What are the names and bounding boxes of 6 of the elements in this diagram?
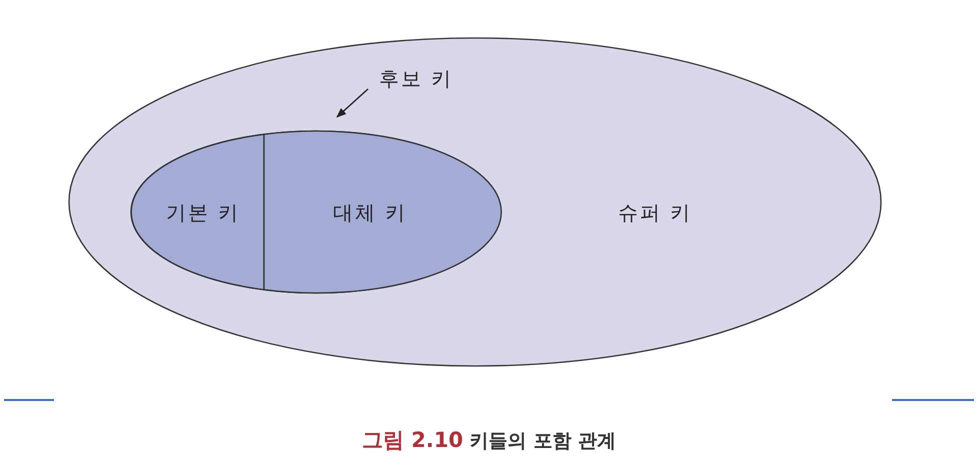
figure-caption: 그림 2.10 키들의 포함 관계 bbox=[361, 427, 617, 454]
key-label: 슈퍼 키 bbox=[618, 200, 692, 226]
leader-arrow bbox=[336, 88, 368, 118]
key-label: 대체 키 bbox=[332, 200, 408, 226]
key-label: 후보 키 bbox=[378, 66, 454, 92]
key-label: 기본 키 bbox=[166, 200, 240, 226]
